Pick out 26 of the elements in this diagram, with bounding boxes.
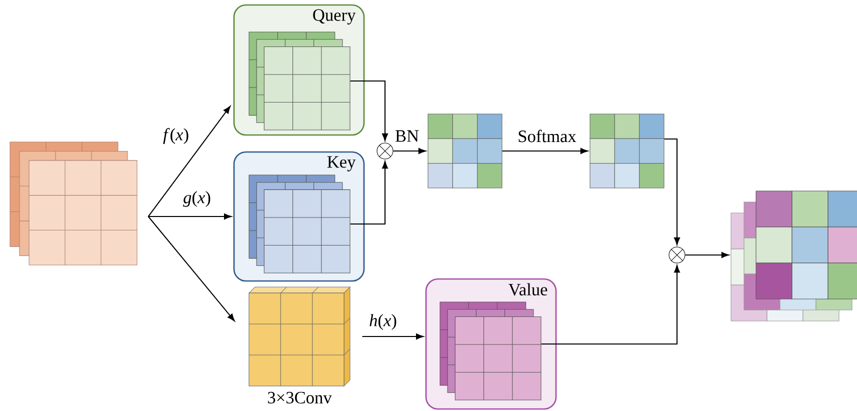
arrow xyxy=(148,106,230,217)
arrow xyxy=(350,80,388,141)
edge-label: Softmax xyxy=(516,128,578,144)
edge-label: h(x) xyxy=(368,312,398,332)
arrow xyxy=(541,265,680,345)
feature-map-stack xyxy=(248,32,350,130)
arrow xyxy=(350,161,388,225)
attention-matrix xyxy=(428,114,502,188)
arrow xyxy=(502,148,588,154)
feature-map-stack xyxy=(440,302,542,400)
arrow xyxy=(393,148,426,154)
attention-matrix xyxy=(590,114,664,188)
edge-label: BN xyxy=(394,128,420,144)
feature-map-stack xyxy=(248,174,350,274)
arrow xyxy=(685,252,729,258)
multiply-symbol xyxy=(376,142,394,160)
arrow xyxy=(148,214,232,220)
feature-map-stack xyxy=(10,142,138,266)
arrow xyxy=(362,334,424,340)
edge-label: f(x) xyxy=(162,126,190,146)
output-stack xyxy=(730,190,857,322)
caption-label: 3×3Conv xyxy=(268,392,332,404)
arrow xyxy=(664,138,680,245)
multiply-symbol xyxy=(668,246,686,264)
arrow xyxy=(148,216,235,322)
edge-label: g(x) xyxy=(182,190,212,208)
